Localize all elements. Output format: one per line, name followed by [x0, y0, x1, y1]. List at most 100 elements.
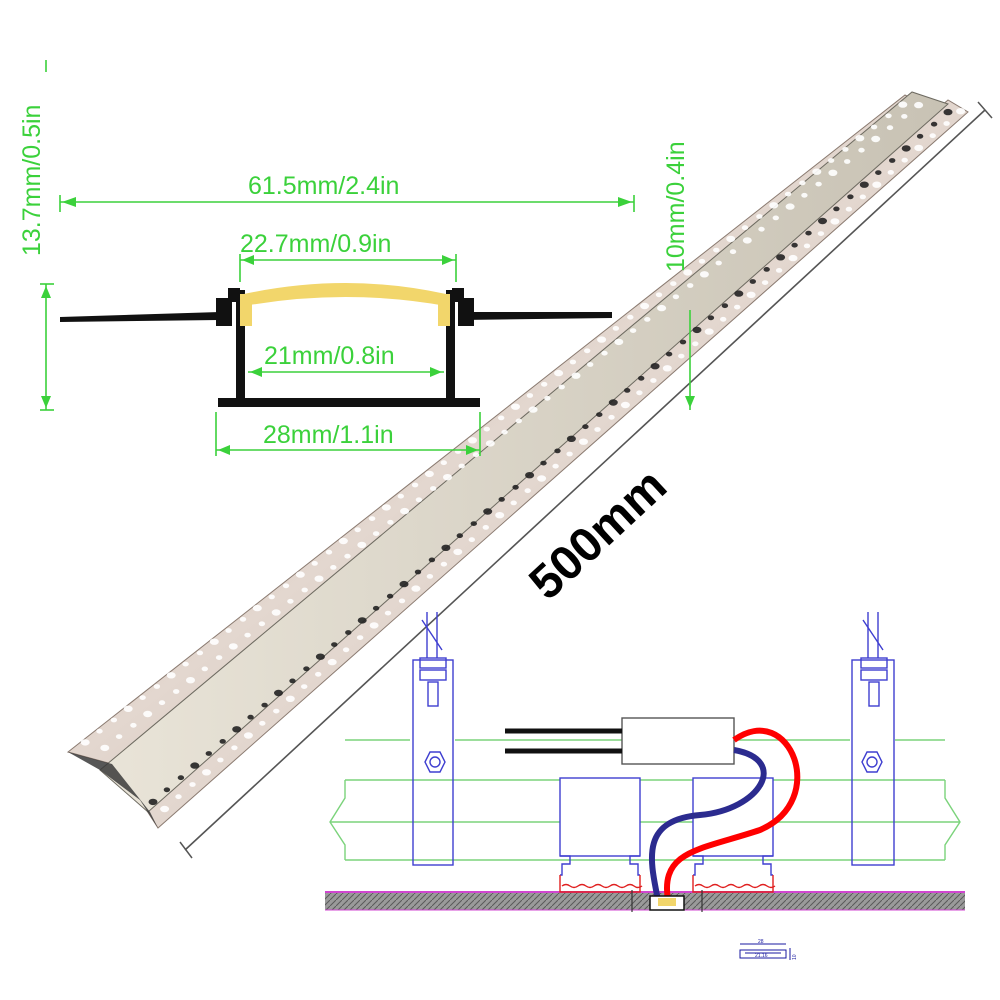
perforation-hole: [177, 775, 185, 781]
perforation-hole: [734, 290, 744, 297]
perforation-hole: [338, 537, 348, 545]
perforation-hole: [231, 745, 238, 751]
perforation-hole: [190, 762, 200, 769]
perforation-hole: [271, 609, 281, 616]
perforation-hole: [901, 114, 908, 119]
perforation-hole: [554, 448, 561, 454]
perforation-hole: [650, 378, 657, 383]
perforation-hole: [692, 326, 702, 334]
perforation-hole: [650, 363, 660, 370]
perforation-hole: [597, 336, 607, 343]
diffuser-width-label: 22.7mm/0.9in: [240, 230, 391, 258]
section-right-wall: [446, 290, 455, 402]
perforation-hole: [327, 658, 337, 666]
perforation-hole: [330, 565, 337, 570]
perforation-hole: [683, 269, 693, 276]
perforation-hole: [325, 549, 333, 555]
perforation-hole: [398, 598, 406, 604]
blue-cable: [649, 747, 767, 901]
perforation-hole: [258, 621, 266, 627]
perforation-hole: [742, 237, 752, 244]
perforation-hole: [196, 650, 204, 656]
perforation-hole: [587, 362, 594, 367]
perforation-hole: [594, 427, 601, 432]
perforation-hole: [311, 561, 318, 566]
perforation-hole: [285, 695, 295, 702]
perforation-hole: [261, 702, 268, 708]
perforation-hole: [344, 553, 351, 559]
perforation-hole: [758, 226, 765, 232]
perforation-hole: [483, 426, 490, 432]
red-cable: [664, 727, 801, 901]
perforation-hole: [386, 593, 394, 599]
perforation-hole: [943, 121, 950, 126]
perforation-hole: [148, 798, 158, 806]
perforation-hole: [400, 507, 410, 515]
perforation-hole: [847, 194, 854, 200]
perforation-hole: [901, 157, 908, 163]
perforation-hole: [356, 635, 364, 640]
perforation-hole: [411, 482, 419, 488]
perforation-hole: [202, 769, 211, 776]
perforation-hole: [889, 158, 896, 163]
perforation-hole: [870, 124, 878, 130]
perforation-hole: [845, 206, 853, 212]
perforation-hole: [859, 181, 869, 188]
perforation-hole: [511, 403, 520, 410]
perforation-hole: [726, 235, 736, 243]
perforation-hole: [182, 661, 189, 667]
perforation-hole: [139, 695, 146, 700]
perforation-hole: [153, 684, 161, 689]
perforation-hole: [209, 638, 219, 645]
perforation-hole: [805, 230, 812, 236]
perforation-hole: [397, 493, 404, 499]
perforation-hole: [833, 206, 840, 212]
perforation-hole: [713, 247, 720, 253]
perforation-hole: [596, 412, 603, 417]
perforation-hole: [217, 757, 224, 763]
perforation-hole: [528, 406, 538, 413]
right-flange: [139, 99, 969, 829]
perforation-hole: [357, 617, 367, 624]
perforation-hole: [357, 541, 367, 549]
bottom-width-label: 28mm/1.1in: [263, 421, 394, 449]
perforation-hole: [579, 438, 588, 445]
perforation-hole: [729, 249, 737, 255]
perforation-hole: [815, 181, 822, 187]
perforation-hole: [163, 787, 171, 793]
cross-section: 61.5mm/2.4in 22.7mm/0.9in 21mm/0.8in 28m…: [18, 60, 695, 456]
perforation-hole: [541, 381, 548, 387]
perforation-hole: [827, 158, 835, 163]
perforation-hole: [372, 605, 380, 611]
perforation-hole: [715, 260, 722, 266]
perforation-hole: [672, 294, 680, 300]
perforation-hole: [160, 805, 170, 813]
perforation-hole: [414, 569, 422, 575]
perforation-hole: [554, 369, 564, 377]
inner-width-label: 21mm/0.8in: [264, 342, 395, 370]
profile-end: [68, 752, 158, 828]
perforation-hole: [720, 316, 727, 322]
perforation-hole: [247, 714, 254, 720]
perforation-hole: [498, 415, 505, 421]
perforation-hole: [775, 268, 783, 273]
perforation-hole: [784, 191, 792, 197]
perforation-hole: [303, 666, 310, 672]
perforation-hole: [885, 113, 892, 119]
perforation-hole: [914, 101, 924, 109]
perforation-hole: [453, 548, 463, 556]
perforation-hole: [440, 561, 448, 567]
perforation-hole: [855, 135, 865, 142]
perforation-hole: [443, 474, 452, 481]
perforation-hole: [289, 678, 296, 684]
mini-inner-width: 21.16: [755, 953, 768, 959]
perforation-hole: [638, 375, 645, 381]
perforation-hole: [96, 728, 103, 734]
perforation-hole: [803, 243, 811, 249]
perforation-hole: [898, 101, 908, 108]
perforation-hole: [175, 794, 182, 800]
perforation-hole: [887, 170, 894, 175]
perforation-hole: [428, 557, 436, 563]
perforation-hole: [746, 291, 756, 298]
perforation-hole: [707, 315, 715, 321]
